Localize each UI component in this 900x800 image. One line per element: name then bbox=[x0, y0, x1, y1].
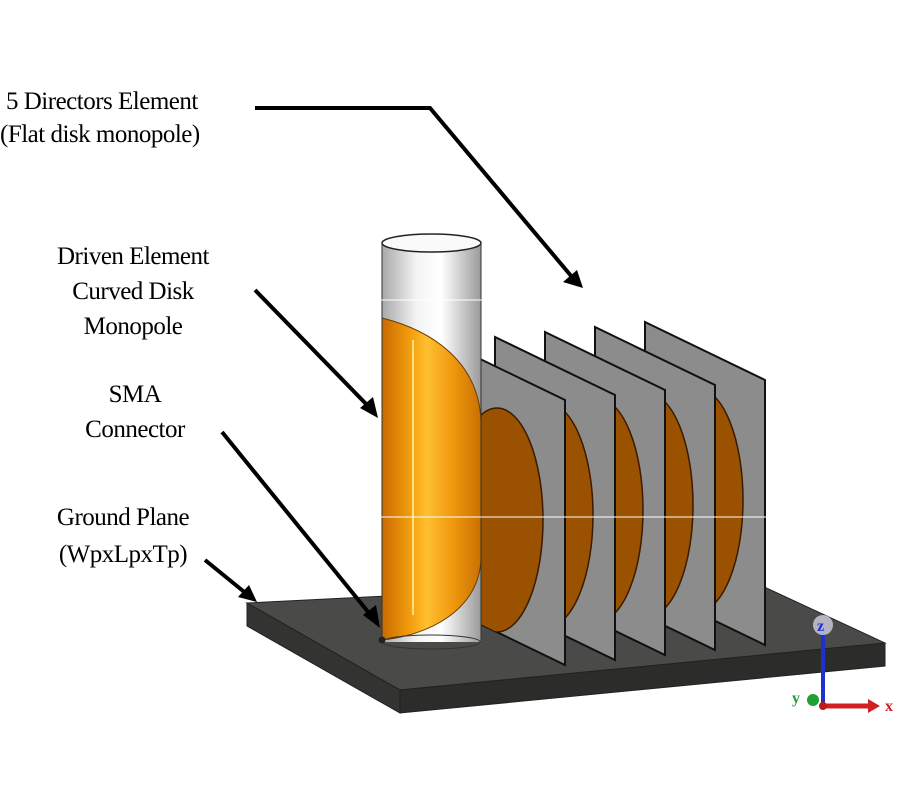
x-axis-label: x bbox=[885, 698, 893, 715]
driven-label-line2: Curved Disk bbox=[72, 278, 194, 305]
driven-label-line1: Driven Element bbox=[57, 243, 209, 270]
sma-label-line1: SMA bbox=[108, 381, 162, 408]
arrow-sma bbox=[220, 430, 375, 620]
y-axis-label: y bbox=[792, 690, 800, 707]
sma-connector bbox=[378, 636, 386, 644]
directors-label-line2: (Flat disk monopole) bbox=[0, 121, 200, 148]
director-plates bbox=[444, 320, 766, 667]
arrow-ground bbox=[203, 558, 250, 597]
arrows bbox=[203, 106, 574, 620]
arrow-directors bbox=[255, 106, 574, 279]
sma-label-line2: Connector bbox=[85, 416, 185, 443]
arrow-driven bbox=[253, 288, 372, 410]
y-axis bbox=[807, 694, 819, 706]
ground-label-line1: Ground Plane bbox=[56, 504, 190, 531]
axis-triad: z x y bbox=[792, 615, 893, 715]
driven-label-line3: Monopole bbox=[83, 313, 183, 340]
driven-element-cylinder bbox=[378, 233, 482, 650]
z-axis-label: z bbox=[817, 618, 824, 635]
directors-label-line1: 5 Directors Element bbox=[6, 88, 198, 115]
ground-label-line2: (WpxLpxTp) bbox=[58, 541, 188, 568]
